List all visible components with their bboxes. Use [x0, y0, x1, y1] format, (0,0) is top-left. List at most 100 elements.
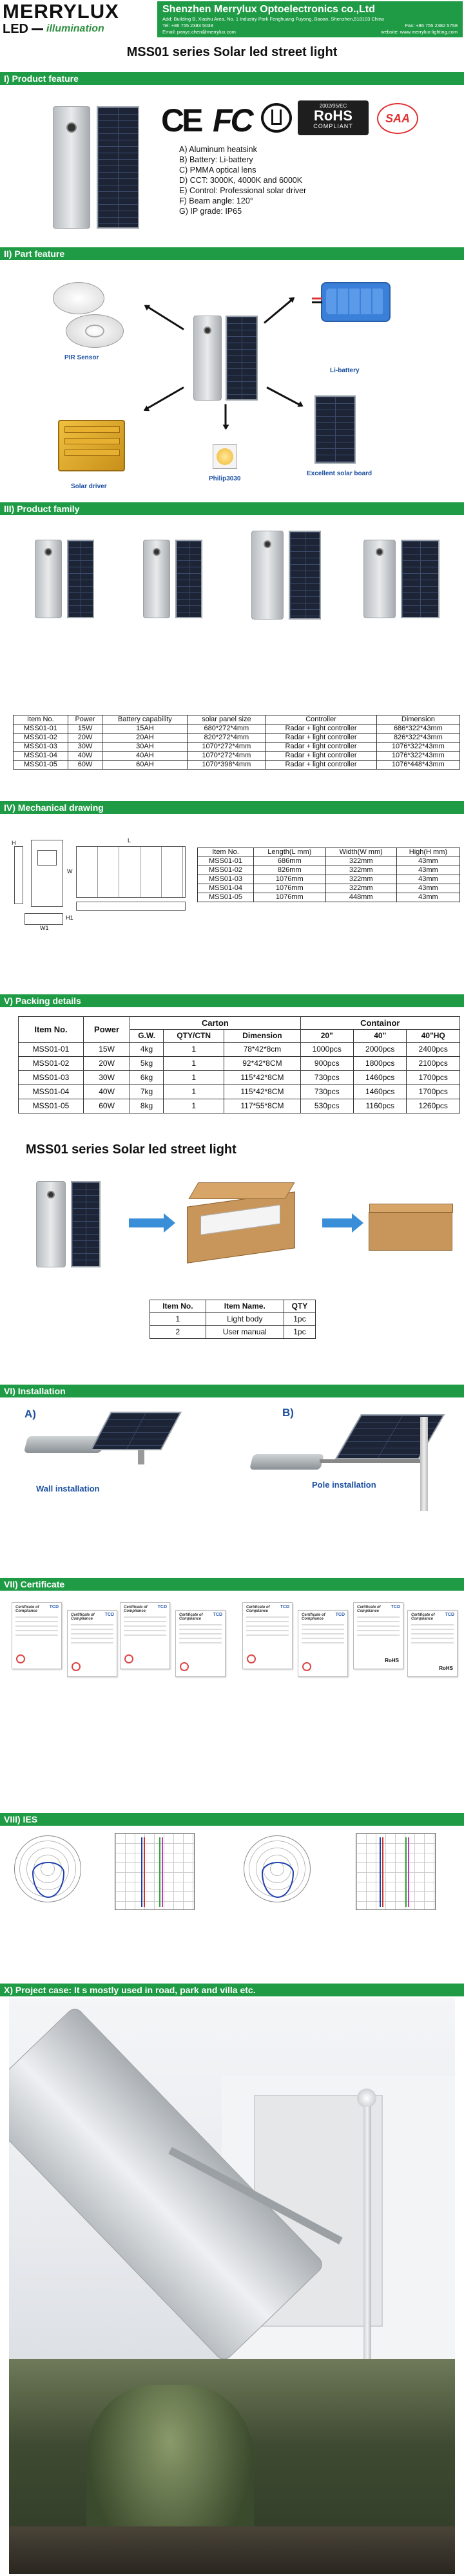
page-header: MERRYLUX LED illumination Shenzhen Merry… — [0, 0, 464, 39]
install-a-label: A) — [24, 1408, 36, 1420]
family-lamp-3 — [251, 531, 284, 620]
install-b-label: B) — [282, 1406, 294, 1419]
logo-divider — [32, 28, 43, 30]
dim-h-label: H — [12, 840, 16, 846]
li-battery-image — [312, 282, 391, 322]
family-lamp-4 — [363, 540, 396, 618]
solar-panel-image — [97, 106, 139, 229]
feature-item: B) Battery: Li-battery — [179, 155, 253, 164]
section-project-case: X) Project case: It s mostly used in roa… — [0, 1984, 464, 1996]
table-header-row: Item No.Length(L mm)Width(W mm)High(H mm… — [197, 848, 461, 857]
family-panel-3 — [289, 531, 321, 620]
arrow-icon — [266, 386, 303, 407]
center-panel-image — [226, 316, 258, 401]
feature-item: G) IP grade: IP65 — [179, 207, 242, 216]
open-carton-image — [187, 1191, 295, 1264]
packing-table: Item No. Power Carton Containor G.W. QTY… — [17, 1016, 461, 1113]
family-lamp-2 — [143, 540, 170, 618]
feature-item: E) Control: Professional solar driver — [179, 186, 307, 195]
arrow-right-icon — [129, 1218, 165, 1227]
solar-board-image — [314, 395, 356, 464]
pole-image — [420, 1417, 428, 1511]
section-product-feature: I) Product feature — [0, 72, 464, 85]
dim-w-label: W — [67, 868, 73, 875]
arrow-head-icon — [164, 1213, 175, 1233]
logo-wordmark: MERRYLUX — [3, 0, 119, 23]
center-lamp-image — [193, 316, 222, 401]
company-name: Shenzhen Merrylux Optoelectronics co.,Lt… — [162, 4, 375, 15]
feature-list: A) Aluminum heatsink B) Battery: Li-batt… — [179, 144, 306, 216]
packing-lamp-image — [36, 1181, 66, 1267]
table-header-row: Item No. Power Carton Containor — [17, 1016, 461, 1043]
pole-install-label: Pole installation — [312, 1480, 376, 1490]
dim-l-label: L — [128, 837, 131, 844]
section-packing-details: V) Packing details — [0, 994, 464, 1007]
company-logo: MERRYLUX LED illumination — [3, 1, 155, 37]
rohs-badge: 2002/95/EC RoHS COMPLIANT — [298, 100, 369, 135]
feature-item: F) Beam angle: 120° — [179, 196, 253, 205]
fcc-mark-icon: FC — [213, 102, 254, 138]
company-tel: Tel: +86 755 2383 5038 — [162, 23, 213, 28]
product-lamp-image — [53, 106, 90, 229]
solar-driver-label: Solar driver — [71, 483, 107, 490]
arrow-icon — [144, 305, 184, 330]
table-header-row: Item No. Item Name. QTY — [150, 1300, 316, 1313]
solar-driver-image — [58, 420, 125, 471]
saa-mark-icon: SAA — [377, 103, 418, 134]
carton-flap — [188, 1182, 295, 1199]
pir-sensor-icon — [66, 122, 77, 133]
company-fax: Fax: +86 755 2382 5758 — [405, 23, 458, 28]
family-panel-2 — [175, 540, 202, 618]
arrow-right-icon — [322, 1218, 353, 1227]
company-info-bar: Shenzhen Merrylux Optoelectronics co.,Lt… — [157, 1, 463, 37]
pole-install-lamp — [249, 1454, 324, 1470]
logo-led: LED — [3, 22, 28, 36]
pole-install-panel — [334, 1414, 445, 1459]
section-installation: VI) Installation — [0, 1385, 464, 1397]
ies-curve-2-image — [356, 1833, 436, 1910]
company-website: website: www.merrylux-lighting.com — [381, 29, 458, 35]
table-header-row: Item No. Power Battery capability solar … — [13, 715, 461, 724]
company-email: Email: panyc.chen@merrylux.com — [162, 29, 236, 35]
family-lamp-1 — [35, 540, 62, 618]
dim-w1-label: W1 — [40, 925, 49, 931]
ies-curve-1-image — [115, 1833, 195, 1910]
section-product-family: III) Product family — [0, 502, 464, 515]
mechanical-drawing-image: L W H W1 H1 — [12, 837, 192, 931]
pir-sensor-label: PIR Sensor — [64, 354, 99, 361]
product-family-table: Item No. Power Battery capability solar … — [13, 715, 461, 770]
polar-curve-2-image — [244, 1835, 311, 1902]
dim-h1-label: H1 — [66, 914, 73, 921]
packing-panel-image — [71, 1181, 101, 1267]
company-address: Add: Building B, Xiashu Area, No. 1 Indu… — [162, 16, 384, 22]
pole-arm — [320, 1459, 423, 1463]
ground — [9, 2526, 455, 2574]
section-part-feature: II) Part feature — [0, 247, 464, 260]
project-case-photo — [9, 1998, 455, 2574]
arrow-head-icon — [352, 1213, 363, 1233]
family-panel-1 — [67, 540, 94, 618]
solar-board-label: Excellent solar board — [307, 470, 372, 477]
